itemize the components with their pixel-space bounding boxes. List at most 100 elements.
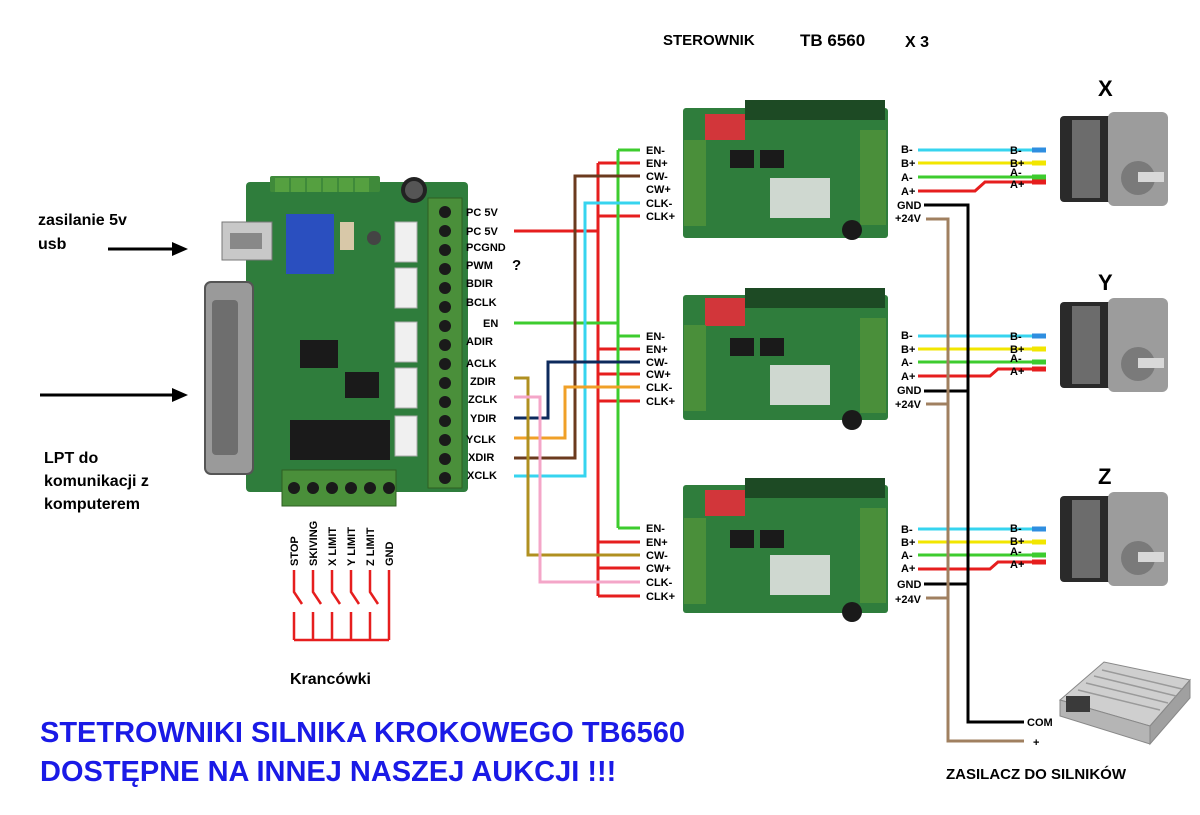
- drv-z-a-minus: A-: [901, 550, 913, 562]
- drv-z-clk-minus: CLK-: [646, 577, 673, 589]
- pin-bclk: BCLK: [466, 297, 497, 309]
- driver-x-input-labels: EN- EN+ CW- CW+ CLK- CLK+: [646, 145, 675, 223]
- stepper-motor-y: [1060, 298, 1168, 392]
- driver-z-output-labels: B- B+ A- A+ GND +24V: [895, 524, 922, 606]
- limit-y: Y LIMIT: [346, 527, 358, 566]
- limit-stop: STOP: [289, 536, 301, 566]
- usb-label-line2: usb: [38, 236, 67, 253]
- lpt-arrow: [40, 388, 188, 402]
- pin-en: EN: [483, 318, 498, 330]
- drv-z-a-plus: A+: [901, 563, 915, 575]
- pin-bdir: BDIR: [466, 278, 493, 290]
- drv-x-b-plus: B+: [901, 158, 915, 170]
- drv-z-b-minus: B-: [901, 524, 913, 536]
- drv-x-gnd: GND: [897, 200, 922, 212]
- pin-pc5v-1: PC 5V: [466, 207, 498, 219]
- pin-zdir: ZDIR: [470, 376, 496, 388]
- drv-x-a-plus: A+: [901, 186, 915, 198]
- motor-y-a-minus: A-: [1010, 353, 1022, 365]
- axis-label-y: Y: [1098, 270, 1113, 295]
- motor-x-b-plus: B+: [1010, 158, 1024, 170]
- drv-z-cw-minus: CW-: [646, 550, 668, 562]
- motor-z-b-plus: B+: [1010, 536, 1024, 548]
- lpt-label-line3: komputerem: [44, 496, 140, 513]
- drv-y-clk-plus: CLK+: [646, 396, 675, 408]
- limit-gnd: GND: [384, 542, 396, 567]
- motor-wires: [918, 147, 1046, 571]
- header-sterownik: STEROWNIK: [663, 32, 755, 49]
- power-supply: [1058, 661, 1191, 746]
- lpt-label-line2: komunikacji z: [44, 473, 149, 490]
- drv-z-en-minus: EN-: [646, 523, 665, 535]
- pin-pwm: PWM: [466, 260, 493, 272]
- driver-y-input-labels: EN- EN+ CW- CW+ CLK- CLK+: [646, 331, 675, 408]
- interface-board: [204, 176, 468, 507]
- pin-zclk: ZCLK: [468, 394, 497, 406]
- header-model: TB 6560: [800, 31, 865, 50]
- driver-board-z: [683, 478, 888, 622]
- drv-y-en-minus: EN-: [646, 331, 665, 343]
- pin-xdir: XDIR: [468, 452, 494, 464]
- pin-pc5v-2: PC 5V: [466, 226, 498, 238]
- drv-z-24v: +24V: [895, 594, 922, 606]
- drv-y-gnd: GND: [897, 385, 922, 397]
- axis-label-z: Z: [1098, 464, 1111, 489]
- lpt-label-line1: LPT do: [44, 450, 98, 467]
- limit-x: X LIMIT: [327, 527, 339, 566]
- usb-arrow: [108, 242, 188, 256]
- board-pin-labels: PC 5V PC 5V PCGND PWM BDIR BCLK EN ADIR …: [466, 207, 521, 482]
- driver-z-input-labels: EN- EN+ CW- CW+ CLK- CLK+: [646, 523, 675, 603]
- drv-z-clk-plus: CLK+: [646, 591, 675, 603]
- drv-y-en-plus: EN+: [646, 344, 668, 356]
- drv-y-clk-minus: CLK-: [646, 382, 673, 394]
- drv-x-en-plus: EN+: [646, 158, 668, 170]
- drv-z-gnd: GND: [897, 579, 922, 591]
- motor-z-a-minus: A-: [1010, 546, 1022, 558]
- drv-y-cw-plus: CW+: [646, 369, 671, 381]
- drv-x-b-minus: B-: [901, 144, 913, 156]
- motor-z-a-plus: A+: [1010, 559, 1024, 571]
- psu-com: COM: [1027, 717, 1053, 729]
- limit-switch-network: [292, 570, 391, 642]
- power-wires: [924, 203, 1024, 743]
- usb-label-line1: zasilanie 5v: [38, 212, 127, 229]
- drv-x-24v: +24V: [895, 213, 922, 225]
- pin-xclk: XCLK: [467, 470, 497, 482]
- motor-x-a-minus: A-: [1010, 167, 1022, 179]
- motor-x-a-plus: A+: [1010, 179, 1024, 191]
- drv-y-cw-minus: CW-: [646, 357, 668, 369]
- drv-y-a-minus: A-: [901, 357, 913, 369]
- limit-z: Z LIMIT: [365, 527, 377, 566]
- pin-pcgnd: PCGND: [466, 242, 506, 254]
- motor-x-b-minus: B-: [1010, 145, 1022, 157]
- drv-z-cw-plus: CW+: [646, 563, 671, 575]
- psu-caption: ZASILACZ DO SILNIKÓW: [946, 765, 1127, 783]
- drv-y-a-plus: A+: [901, 371, 915, 383]
- drv-y-b-minus: B-: [901, 330, 913, 342]
- footer-line2: DOSTĘPNE NA INNEJ NASZEJ AUKCJI !!!: [40, 756, 616, 788]
- signal-wires: [514, 148, 640, 598]
- axis-label-x: X: [1098, 76, 1113, 101]
- driver-x-output-labels: B- B+ A- A+ GND +24V: [895, 144, 922, 225]
- footer-line1: STETROWNIKI SILNIKA KROKOWEGO TB6560: [40, 717, 685, 749]
- pin-ydir: YDIR: [470, 413, 496, 425]
- driver-board-y: [683, 288, 888, 430]
- driver-board-x: [683, 100, 888, 240]
- drv-x-clk-minus: CLK-: [646, 198, 673, 210]
- drv-z-b-plus: B+: [901, 537, 915, 549]
- motor-z-b-minus: B-: [1010, 523, 1022, 535]
- limit-skiving: SKIVING: [308, 521, 320, 566]
- drv-x-en-minus: EN-: [646, 145, 665, 157]
- header-count: X 3: [905, 34, 929, 51]
- psu-plus: +: [1033, 737, 1039, 749]
- motor-y-b-plus: B+: [1010, 344, 1024, 356]
- pin-aclk: ACLK: [466, 358, 497, 370]
- pin-adir: ADIR: [466, 336, 493, 348]
- drv-x-a-minus: A-: [901, 172, 913, 184]
- motor-x-labels: B- B+ A- A+: [1010, 145, 1024, 191]
- drv-x-cw-plus: CW+: [646, 184, 671, 196]
- drv-y-24v: +24V: [895, 399, 922, 411]
- drv-x-clk-plus: CLK+: [646, 211, 675, 223]
- motor-z-labels: B- B+ A- A+: [1010, 523, 1024, 571]
